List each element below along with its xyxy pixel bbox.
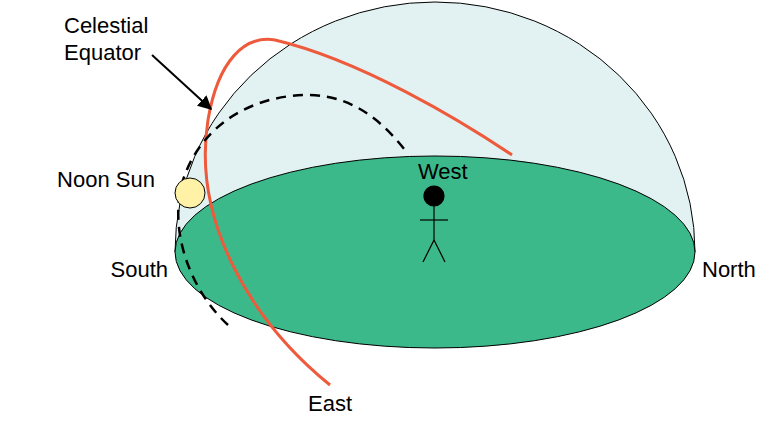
callout-label: Celestial Equator xyxy=(64,12,164,66)
sun-path xyxy=(178,95,405,325)
observer-figure xyxy=(420,186,448,262)
direction-label: North xyxy=(702,256,756,283)
sun-symbol xyxy=(175,178,205,208)
celestial-equator-arc xyxy=(205,39,512,385)
ground-plane xyxy=(175,156,695,348)
leader-arrow xyxy=(152,55,211,109)
direction-label: South xyxy=(111,256,169,283)
direction-label: East xyxy=(308,390,352,417)
callout-label: Noon Sun xyxy=(57,166,155,193)
direction-label: West xyxy=(418,158,468,185)
